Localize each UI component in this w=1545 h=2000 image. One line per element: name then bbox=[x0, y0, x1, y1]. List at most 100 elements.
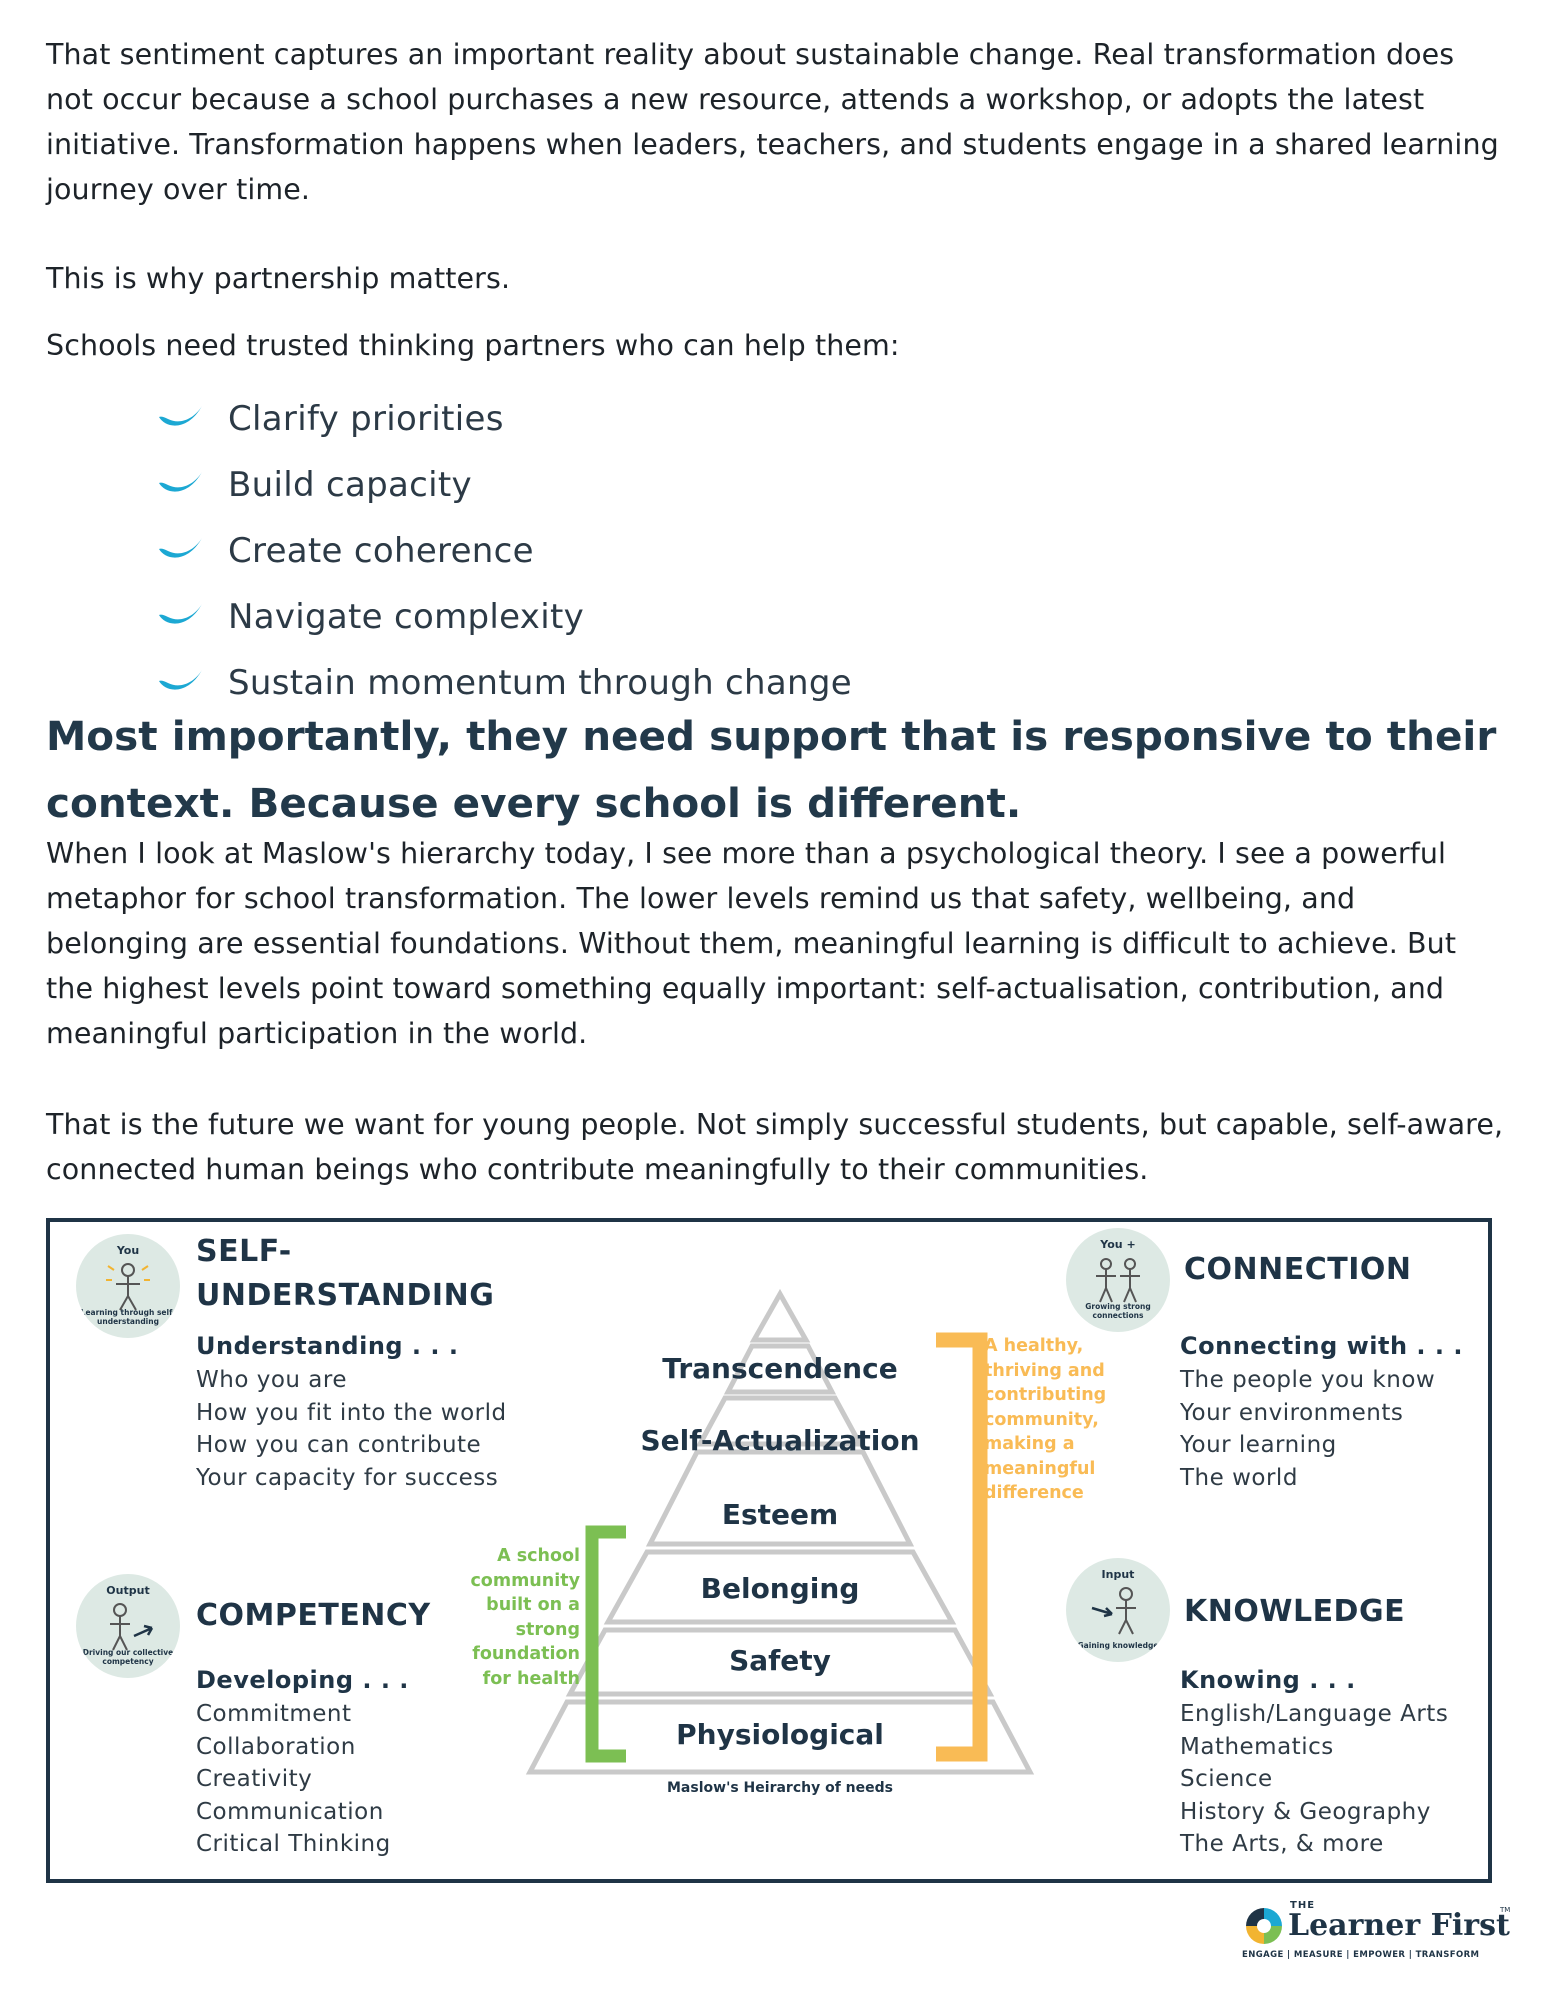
list-item-label: Create coherence bbox=[228, 531, 534, 571]
level-self-actualization: Self-Actualization bbox=[640, 1424, 920, 1457]
foundation-bracket bbox=[585, 1525, 626, 1763]
note-line: thriving and bbox=[984, 1360, 1105, 1381]
swoosh-bullet-icon bbox=[159, 670, 202, 690]
maslow-pyramid bbox=[525, 1288, 1035, 1775]
note-line: A school bbox=[497, 1546, 580, 1566]
community-note: A healthy, thriving and contributing com… bbox=[984, 1334, 1124, 1506]
list-item: Mathematics bbox=[1180, 1733, 1334, 1760]
badge-caption: Gaining knowledge bbox=[1077, 1641, 1159, 1650]
partnership-statement: This is why partnership matters. bbox=[46, 262, 511, 295]
pyramid-tier-peak bbox=[749, 1288, 811, 1343]
list-item: How you can contribute bbox=[196, 1432, 482, 1458]
list-item: Build capacity bbox=[156, 452, 852, 518]
list-item: Communication bbox=[196, 1798, 384, 1825]
list-item-label: Navigate complexity bbox=[228, 597, 584, 637]
pyramid-labels: Transcendence Self-Actualization Esteem … bbox=[520, 1284, 1040, 1804]
badge-label: Input bbox=[1101, 1568, 1135, 1581]
list-item: Critical Thinking bbox=[196, 1831, 391, 1857]
pyramid-tier-safety bbox=[565, 1627, 995, 1697]
connection-list: The people you know Your environments Yo… bbox=[1180, 1364, 1435, 1494]
title-line: UNDERSTANDING bbox=[196, 1278, 495, 1313]
self-understanding-list: Who you are How you fit into the world H… bbox=[196, 1364, 507, 1494]
person-icon bbox=[106, 1263, 150, 1311]
badge-label: You + bbox=[1100, 1238, 1136, 1251]
badge-label: You bbox=[116, 1244, 140, 1257]
connection-title: CONNECTION bbox=[1184, 1252, 1412, 1287]
note-line: community, bbox=[984, 1409, 1099, 1430]
future-paragraph: That is the future we want for young peo… bbox=[46, 1108, 1504, 1186]
logo-the: THE bbox=[1290, 1900, 1316, 1911]
badge-caption: Learning through self-understanding bbox=[80, 1308, 176, 1326]
connection-subtitle: Connecting with . . . bbox=[1180, 1332, 1463, 1360]
list-item: The world bbox=[1180, 1464, 1298, 1491]
connection-badge: You + Growing strong connections bbox=[1066, 1228, 1170, 1332]
list-item: English/Language Arts bbox=[1180, 1701, 1449, 1727]
pyramid-tier-esteem bbox=[645, 1449, 915, 1547]
swoosh-bullet-icon bbox=[159, 538, 202, 558]
list-item: Collaboration bbox=[196, 1733, 356, 1760]
list-item: Navigate complexity bbox=[156, 584, 852, 650]
knowledge-subtitle: Knowing . . . bbox=[1180, 1666, 1356, 1694]
note-line: built on a bbox=[486, 1595, 580, 1615]
pyramid-tier-self-actualization bbox=[695, 1395, 865, 1447]
headline: Most importantly, they need support that… bbox=[46, 712, 1497, 827]
list-item-label: Clarify priorities bbox=[228, 399, 504, 439]
community-bracket bbox=[936, 1332, 988, 1762]
list-item: How you fit into the world bbox=[196, 1399, 507, 1426]
badge-label: Output bbox=[106, 1584, 150, 1597]
competency-title: COMPETENCY bbox=[196, 1598, 431, 1633]
logo-name: Learner First bbox=[1288, 1908, 1510, 1943]
title-line: SELF- bbox=[196, 1234, 292, 1269]
note-line: contributing bbox=[984, 1385, 1107, 1405]
pyramid-tier-belonging bbox=[603, 1549, 957, 1625]
note-line: for health bbox=[482, 1668, 580, 1689]
list-item: Your environments bbox=[1180, 1399, 1404, 1426]
self-understanding-subtitle: Understanding . . . bbox=[196, 1332, 459, 1360]
note-line: strong bbox=[515, 1619, 580, 1640]
intro-paragraph: That sentiment captures an important rea… bbox=[46, 38, 1499, 206]
maslow-paragraph: When I look at Maslow's hierarchy today,… bbox=[46, 837, 1457, 1050]
maslow-framework-diagram: You Learning through self-understanding … bbox=[46, 1218, 1492, 1883]
list-item-label: Sustain momentum through change bbox=[228, 663, 852, 703]
self-understanding-title: SELF- UNDERSTANDING bbox=[196, 1230, 494, 1318]
swoosh-bullet-icon bbox=[159, 406, 202, 426]
logo-mark-icon bbox=[1246, 1908, 1282, 1944]
badge-caption: Growing strong connections bbox=[1085, 1302, 1151, 1320]
pyramid-caption: Maslow's Heirarchy of needs bbox=[667, 1780, 893, 1796]
list-item: Your capacity for success bbox=[196, 1464, 499, 1491]
list-item: Clarify priorities bbox=[156, 386, 852, 452]
person-input-icon bbox=[1091, 1587, 1136, 1635]
self-understanding-badge: You Learning through self-understanding bbox=[76, 1234, 180, 1338]
note-line: difference bbox=[984, 1483, 1084, 1503]
pyramid-tier-transcendence bbox=[723, 1343, 837, 1395]
list-item: Sustain momentum through change bbox=[156, 650, 852, 716]
list-item: Who you are bbox=[196, 1367, 347, 1393]
foundation-note: A school community built on a strong fou… bbox=[442, 1544, 580, 1691]
competency-subtitle: Developing . . . bbox=[196, 1666, 409, 1694]
level-safety: Safety bbox=[729, 1644, 831, 1677]
partner-help-list: Clarify priorities Build capacity Create… bbox=[156, 386, 852, 716]
partners-lead-in: Schools need trusted thinking partners w… bbox=[46, 329, 900, 362]
logo-tagline: ENGAGE | MEASURE | EMPOWER | TRANSFORM bbox=[1242, 1950, 1480, 1960]
note-line: A healthy, bbox=[984, 1336, 1084, 1356]
badge-caption: Driving our collective competency bbox=[82, 1648, 174, 1666]
learner-first-logo: THE Learner First TM ENGAGE | MEASURE | … bbox=[1242, 1900, 1512, 1960]
level-belonging: Belonging bbox=[700, 1572, 860, 1605]
list-item: Commitment bbox=[196, 1701, 352, 1727]
knowledge-badge: Input Gaining knowledge bbox=[1066, 1558, 1170, 1662]
note-line: community bbox=[470, 1570, 580, 1591]
list-item: Your learning bbox=[1180, 1432, 1337, 1458]
swoosh-bullet-icon bbox=[159, 604, 202, 624]
level-esteem: Esteem bbox=[721, 1498, 839, 1531]
knowledge-title: KNOWLEDGE bbox=[1184, 1594, 1406, 1629]
list-item: The Arts, & more bbox=[1180, 1831, 1384, 1857]
note-line: foundation bbox=[472, 1644, 580, 1664]
logo-trademark: TM bbox=[1500, 1906, 1511, 1914]
pyramid-tier-physiological bbox=[525, 1699, 1035, 1775]
note-line: making a bbox=[984, 1434, 1075, 1454]
competency-list: Commitment Collaboration Creativity Comm… bbox=[196, 1698, 391, 1861]
list-item: Creativity bbox=[196, 1766, 313, 1792]
knowledge-list: English/Language Arts Mathematics Scienc… bbox=[1180, 1698, 1448, 1861]
list-item-label: Build capacity bbox=[228, 465, 472, 505]
person-output-icon bbox=[110, 1603, 154, 1651]
